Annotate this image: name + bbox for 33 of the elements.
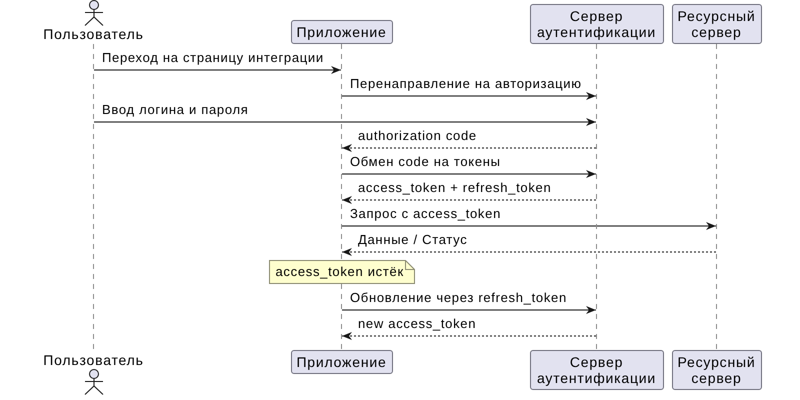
participant-box: Сервер аутентификации xyxy=(530,4,664,44)
lifeline xyxy=(596,44,597,350)
message-label: Запрос с access_token xyxy=(350,206,501,222)
message-label: Перенаправление на авторизацию xyxy=(350,76,582,92)
lifeline xyxy=(93,44,94,350)
participant-box: Ресурсный сервер xyxy=(672,4,762,44)
message-label: Переход на страницу интеграции xyxy=(102,50,324,66)
participant-box: Ресурсный сервер xyxy=(672,350,762,390)
actor-name: Пользователь xyxy=(43,352,144,368)
message-label: Ввод логина и пароля xyxy=(102,102,249,118)
actor-name: Пользователь xyxy=(43,26,144,42)
message-label: Данные / Статус xyxy=(358,232,468,248)
note: access_token истёк xyxy=(268,260,414,284)
message-label: new access_token xyxy=(358,316,476,332)
message-label: authorization code xyxy=(358,128,477,144)
lifeline xyxy=(341,44,342,350)
dashed-arrow xyxy=(342,248,716,256)
message-label: Обмен code на токены xyxy=(350,154,501,170)
arrow xyxy=(94,66,342,74)
arrow xyxy=(342,222,716,230)
lifeline xyxy=(716,44,717,350)
participant-box: Сервер аутентификации xyxy=(530,350,664,390)
message-label: Обновление через refresh_token xyxy=(350,290,567,306)
participant-box: Приложение xyxy=(290,20,392,44)
arrow xyxy=(342,92,596,100)
participant-box: Приложение xyxy=(290,350,392,374)
arrow xyxy=(342,306,596,314)
dashed-arrow xyxy=(342,332,596,340)
arrow xyxy=(94,118,596,126)
dashed-arrow xyxy=(342,144,596,152)
arrow xyxy=(342,170,596,178)
dashed-arrow xyxy=(342,196,596,204)
message-label: access_token + refresh_token xyxy=(358,180,552,196)
